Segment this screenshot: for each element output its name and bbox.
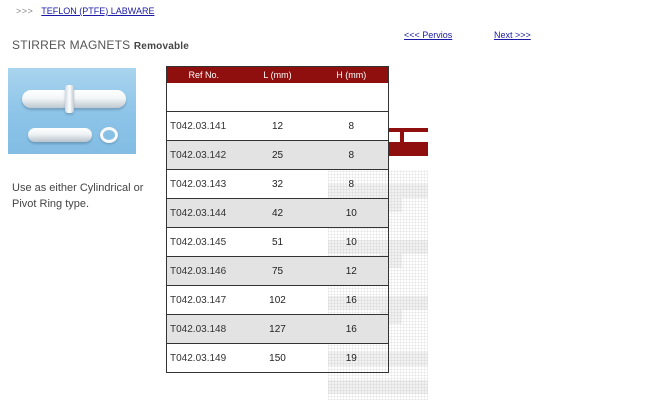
table-row: T042.03.142 25 8: [166, 140, 389, 170]
height-cell: 8: [314, 140, 389, 170]
length-cell: 127: [240, 314, 315, 344]
ref-no-cell: T042.03.149: [166, 343, 241, 373]
page-title-main: STIRRER MAGNETS: [12, 38, 131, 52]
table-row: T042.03.144 42 10: [166, 198, 389, 228]
stirrer-magnet-pivot-ring: [22, 90, 126, 108]
product-table: Ref No. L (mm) H (mm) T042.03.141 12 8 T…: [166, 66, 389, 373]
ref-no-cell: T042.03.146: [166, 256, 241, 286]
height-cell: 8: [314, 111, 389, 141]
height-cell: 10: [314, 198, 389, 228]
height-cell: 16: [314, 314, 389, 344]
height-cell: 19: [314, 343, 389, 373]
ref-no-cell: T042.03.148: [166, 314, 241, 344]
page-title-sub: Removable: [133, 41, 190, 52]
next-link[interactable]: Next >>>: [494, 30, 531, 40]
column-header-height: H (mm): [314, 66, 389, 83]
column-header-ref-no: Ref No.: [166, 66, 241, 83]
height-cell: 10: [314, 227, 389, 257]
length-cell: 51: [240, 227, 315, 257]
length-cell: 32: [240, 169, 315, 199]
ref-no-cell: T042.03.144: [166, 198, 241, 228]
breadcrumb-arrows: >>>: [16, 6, 34, 16]
table-row: T042.03.146 75 12: [166, 256, 389, 286]
length-cell: 42: [240, 198, 315, 228]
table-row: T042.03.148 127 16: [166, 314, 389, 344]
previous-link[interactable]: <<< Pervios: [404, 30, 453, 40]
length-cell: 75: [240, 256, 315, 286]
column-header-length: L (mm): [240, 66, 315, 83]
table-row: T042.03.147 102 16: [166, 285, 389, 315]
table-row: T042.03.141 12 8: [166, 111, 389, 141]
ref-no-cell: T042.03.145: [166, 227, 241, 257]
product-image: [8, 68, 136, 154]
length-cell: 102: [240, 285, 315, 315]
loose-ring: [100, 127, 118, 143]
table-row: T042.03.145 51 10: [166, 227, 389, 257]
ref-no-cell: T042.03.147: [166, 285, 241, 315]
height-cell: 12: [314, 256, 389, 286]
breadcrumb: >>> TEFLON (PTFE) LABWARE: [16, 6, 154, 16]
pivot-ring: [65, 85, 74, 113]
decorative-stripe-notch: [400, 132, 404, 146]
length-cell: 150: [240, 343, 315, 373]
stirrer-magnet-cylindrical: [28, 128, 92, 142]
ref-no-cell: T042.03.142: [166, 140, 241, 170]
height-cell: 8: [314, 169, 389, 199]
length-cell: 25: [240, 140, 315, 170]
height-cell: 16: [314, 285, 389, 315]
page-title: STIRRER MAGNETS Removable: [12, 38, 189, 52]
product-description: Use as either Cylindrical or Pivot Ring …: [12, 182, 144, 210]
ref-no-cell: T042.03.141: [166, 111, 241, 141]
table-row: T042.03.149 150 19: [166, 343, 389, 373]
length-cell: 12: [240, 111, 315, 141]
ref-no-cell: T042.03.143: [166, 169, 241, 199]
table-row: T042.03.143 32 8: [166, 169, 389, 199]
breadcrumb-link-teflon-labware[interactable]: TEFLON (PTFE) LABWARE: [41, 6, 155, 16]
decorative-stripe: [388, 128, 428, 132]
